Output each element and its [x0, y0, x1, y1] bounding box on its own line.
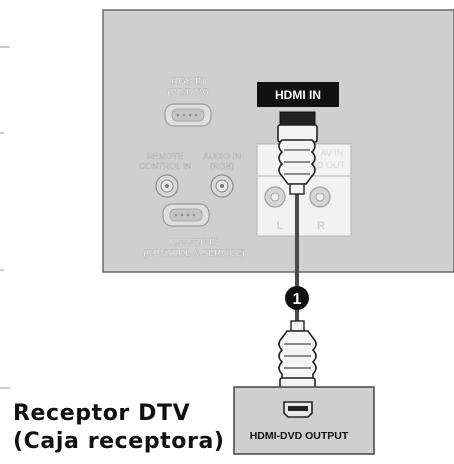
audio-right-label: R [317, 220, 325, 232]
audio-in-label-line1: AUDIO IN [203, 151, 241, 161]
hdmi-output-port [283, 401, 313, 418]
hdmi-in-label: HDMI IN [275, 88, 321, 102]
hdmi-plug-upper [277, 111, 318, 195]
audio-in-label-line2: (RGB) [210, 161, 234, 171]
dtv-receiver-box: HDMI-DVD OUTPUT [233, 386, 375, 455]
step-marker: 1 [285, 286, 309, 310]
rs232c-label-line2: (CONTROL & SERVICE) [143, 248, 244, 258]
hdmi-in-badge: HDMI IN [257, 82, 339, 107]
rgb-in-label-line1: RGB IN [171, 76, 204, 87]
audio-left-label: L [277, 220, 284, 232]
receiver-caption-line2: (Caja receptora) [13, 429, 225, 454]
remote-control-label-line1: REMOTE [147, 151, 184, 161]
hdmi-dvd-output-label: HDMI-DVD OUTPUT [250, 430, 349, 442]
hdmi-plug-lower [278, 320, 317, 393]
remote-control-port [155, 174, 179, 198]
rs232c-port [162, 203, 210, 227]
step-number: 1 [293, 291, 302, 308]
receiver-caption-line1: Receptor DTV [13, 401, 191, 426]
audio-out-label-line1: AV IN [321, 148, 344, 158]
audio-out-label-line2: AUDIO OUT [295, 160, 346, 170]
rgb-in-label-line2: (PC/DTV) [167, 87, 208, 98]
audio-in-port [210, 174, 234, 198]
rgb-in-port [164, 103, 212, 127]
rs232c-label-line1: RS-232C IN [170, 237, 219, 247]
remote-control-label-line2: CONTROL IN [139, 161, 191, 171]
